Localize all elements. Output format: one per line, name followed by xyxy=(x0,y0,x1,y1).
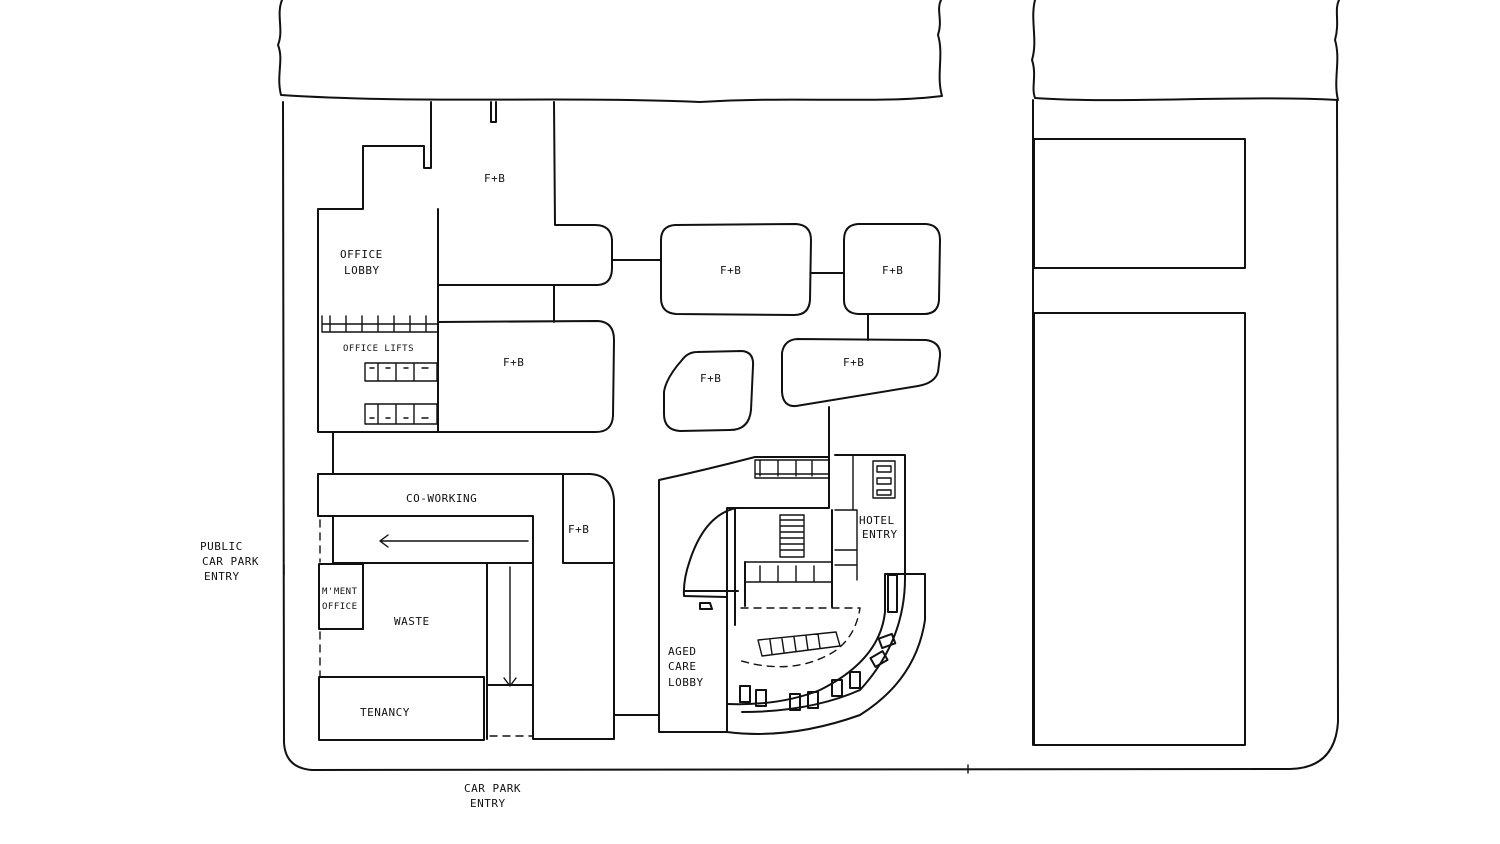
label-public-car-park-entry: ENTRY xyxy=(204,570,240,583)
label-office-lifts: OFFICE LIFTS xyxy=(343,344,414,354)
parked-cars xyxy=(739,632,897,711)
label-fb-island: F+B xyxy=(700,372,721,385)
hotel-entry-zone xyxy=(834,454,858,581)
hotel-core xyxy=(734,454,907,713)
hotel-lift-block xyxy=(872,460,896,499)
fb-pavilion-east xyxy=(843,223,941,315)
lift-bank-south xyxy=(744,561,833,583)
label-aged-care-lobby: AGED xyxy=(668,645,697,658)
label-car-park-entry: CAR PARK xyxy=(464,782,521,795)
label-car-park-entry: ENTRY xyxy=(470,797,506,810)
fb-east-pavilion xyxy=(781,338,942,408)
fb-pavilion-centre xyxy=(660,223,812,316)
label-aged-care-lobby: CARE xyxy=(668,660,697,673)
label-co-working: CO-WORKING xyxy=(406,492,477,505)
label-management-office: OFFICE xyxy=(322,602,358,612)
label-hotel-entry: HOTEL xyxy=(859,514,895,527)
tenancy-building xyxy=(318,676,485,741)
lobby-curve xyxy=(682,507,739,610)
co-working-building xyxy=(317,431,615,740)
hotel-dropoff-island xyxy=(887,574,898,613)
site-boundary-west xyxy=(282,99,1339,771)
fb-island-pavilion xyxy=(663,350,755,432)
seating-bench xyxy=(757,631,841,657)
label-public-car-park-entry: CAR PARK xyxy=(202,555,259,568)
lift-bank-north xyxy=(754,459,830,479)
lift-core-lower xyxy=(364,403,438,425)
traffic-arrow-south-icon xyxy=(503,566,517,687)
label-office-lobby: LOBBY xyxy=(344,264,380,277)
label-fb-side: F+B xyxy=(568,523,589,536)
label-fb-north: F+B xyxy=(484,172,505,185)
aged-care-building xyxy=(658,456,830,733)
east-block-lower xyxy=(1033,312,1246,746)
label-fb-east: F+B xyxy=(843,356,864,369)
label-tenancy: TENANCY xyxy=(360,706,410,719)
outer-arc xyxy=(726,573,926,735)
label-fb-centre: F+B xyxy=(720,264,741,277)
label-waste: WASTE xyxy=(394,615,430,628)
inner-arc xyxy=(737,607,861,668)
north-block-west xyxy=(277,0,943,103)
label-hotel-entry: ENTRY xyxy=(862,528,898,541)
label-office-lobby: OFFICE xyxy=(340,248,383,261)
label-public-car-park-entry: PUBLIC xyxy=(200,540,243,553)
office-lifts-row xyxy=(321,315,439,333)
label-fb-west-lower: F+B xyxy=(503,356,524,369)
label-management-office: M'MENT xyxy=(322,587,358,597)
traffic-arrow-west-icon xyxy=(379,534,529,548)
north-block-east xyxy=(1031,0,1340,102)
label-aged-care-lobby: LOBBY xyxy=(668,676,704,689)
east-block-upper xyxy=(1033,138,1246,269)
label-fb-east-pavilion: F+B xyxy=(882,264,903,277)
stair xyxy=(779,514,805,558)
lift-core-upper xyxy=(364,362,438,382)
fb-north-building xyxy=(317,101,615,433)
